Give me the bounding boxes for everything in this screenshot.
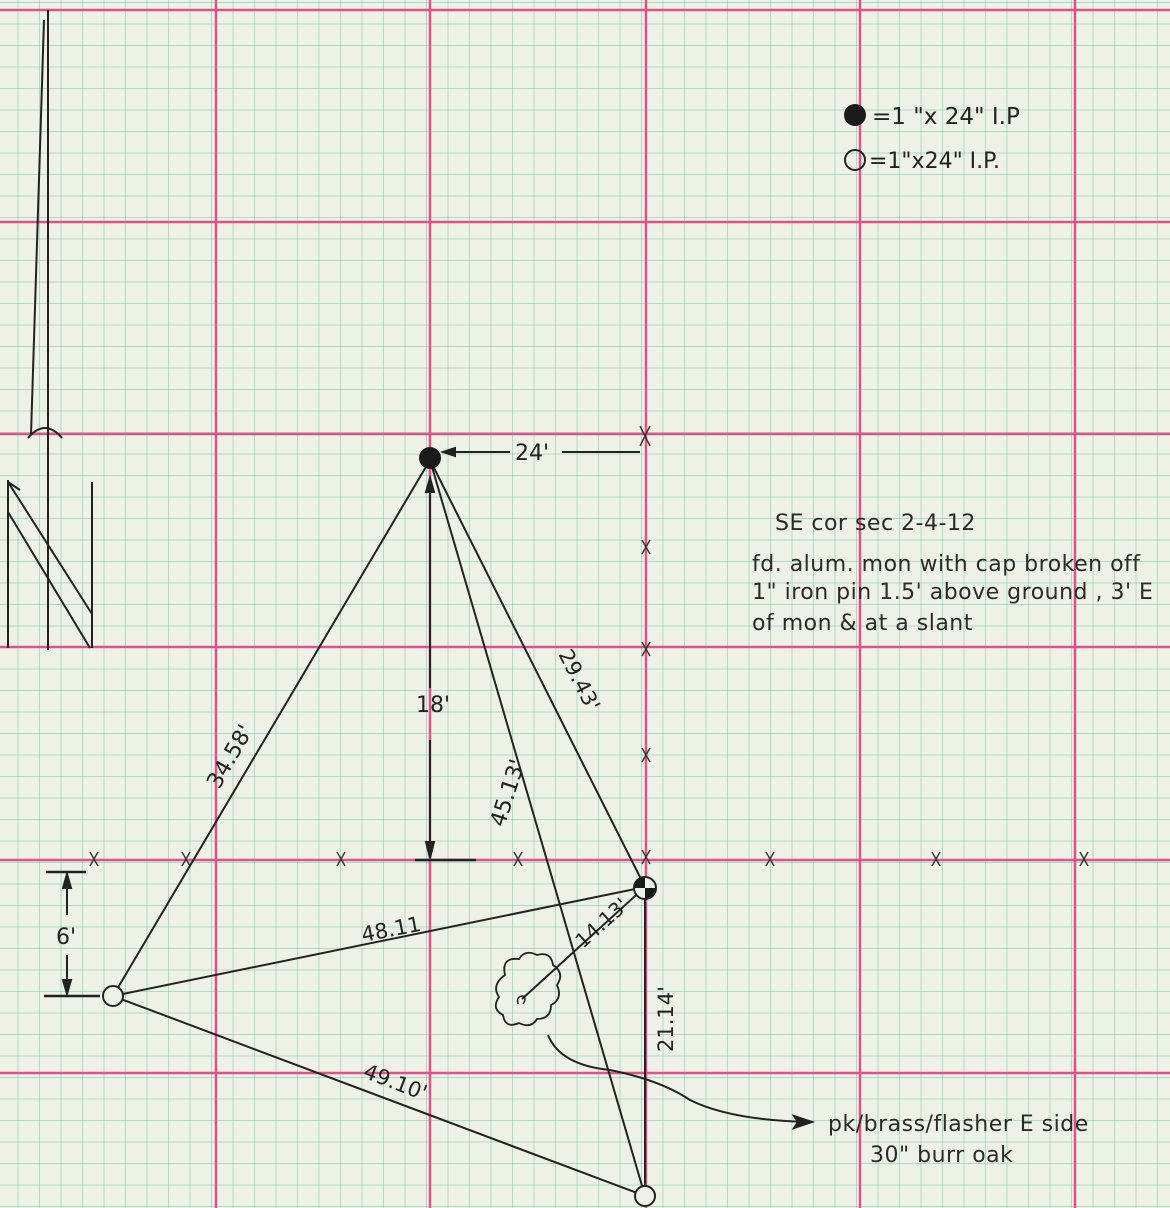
- dim-top-width: 24': [515, 441, 549, 466]
- survey-lines: [44, 446, 816, 1197]
- line-label-14-13: 14.13': [570, 893, 633, 953]
- tree-note-line-2: 30" burr oak: [870, 1143, 1014, 1168]
- line-tree-to-corner: [521, 886, 646, 1000]
- dim-vertical: 18': [416, 693, 450, 718]
- line-label-49-10: 49.10': [360, 1059, 430, 1105]
- dim-left-offset: 6': [56, 925, 76, 950]
- notes-line-1: fd. alum. mon with cap broken off: [752, 552, 1141, 577]
- open-marker-icon: [634, 1185, 656, 1207]
- corner-marker-icon: [633, 876, 657, 900]
- notes-line-3: of mon & at a slant: [752, 611, 973, 636]
- line-left-to-corner: [112, 886, 646, 997]
- line-label-48-11: 48.11: [359, 912, 423, 947]
- open-marker-icon: [102, 985, 124, 1007]
- legend-filled-circle-icon: [844, 104, 866, 126]
- line-label-34-58: 34.58': [203, 721, 259, 793]
- line-label-45-13: 45.13': [486, 756, 531, 829]
- line-left-to-bottom: [112, 995, 646, 1197]
- tree-icon: [494, 951, 562, 1027]
- line-left-to-top: [112, 459, 431, 997]
- line-label-21-14: 21.14': [654, 986, 678, 1052]
- legend-open-label: =1"x24" I.P.: [869, 149, 1000, 174]
- line-top-to-bottom: [429, 459, 646, 1197]
- notes-title: SE cor sec 2-4-12: [775, 511, 976, 536]
- legend-filled-label: =1 "x 24" I.P: [872, 104, 1020, 130]
- tree-note-line-1: pk/brass/flasher E side: [828, 1112, 1089, 1137]
- legend-open-circle-icon: [844, 149, 866, 171]
- notes-line-2: 1" iron pin 1.5' above ground , 3' E: [752, 580, 1154, 605]
- line-top-to-corner: [429, 459, 646, 888]
- line-label-29-43: 29.43': [554, 645, 605, 715]
- north-arrow-icon: [7, 10, 93, 650]
- filled-marker-icon: [419, 447, 441, 469]
- tree-trunk-icon: [516, 995, 526, 1005]
- tick-marks: [89, 425, 1089, 867]
